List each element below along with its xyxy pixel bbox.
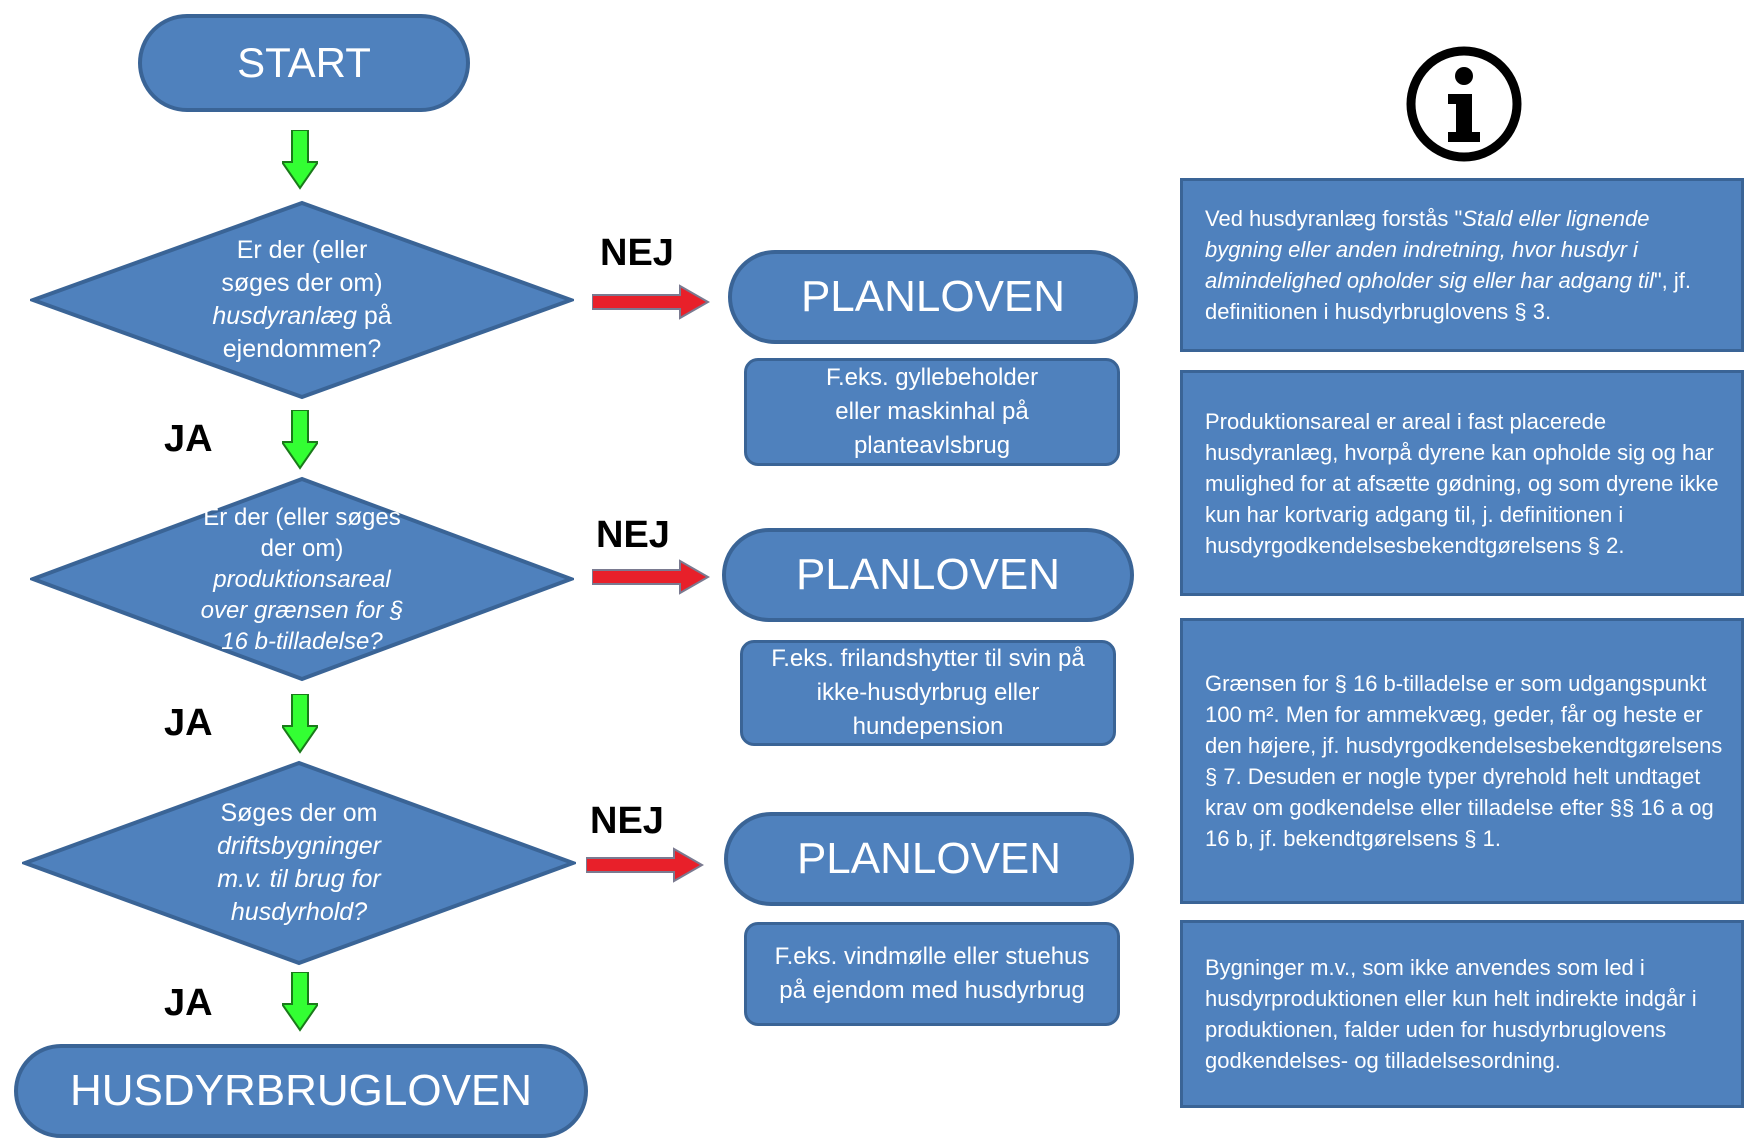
decision-2-text: Er der (eller søges der om) — [203, 503, 401, 562]
info-box-3: Grænsen for § 16 b-tilladelse er som udg… — [1180, 618, 1744, 904]
info-icon — [1406, 46, 1522, 162]
decision-3-italic: driftsbygninger m.v. til brug for husdyr… — [217, 832, 381, 926]
decision-driftsbygninger: Søges der om driftsbygninger m.v. til br… — [22, 760, 576, 966]
ja-label-1: JA — [164, 418, 213, 460]
info-box-1: Ved husdyranlæg forstås "Stald eller lig… — [1180, 178, 1744, 352]
info-2-text: Produktionsareal er areal i fast placere… — [1205, 408, 1719, 558]
info-3-text: Grænsen for § 16 b-tilladelse er som udg… — [1205, 671, 1723, 851]
yes-arrow-1 — [282, 130, 318, 190]
info-1-post: ", jf. definitionen i husdyrbruglovens §… — [1205, 268, 1692, 324]
info-1-italic: Stald eller lignende bygning eller anden… — [1205, 206, 1654, 293]
nej-label-1: NEJ — [600, 232, 674, 274]
info-1-pre: Ved husdyranlæg forstås " — [1205, 206, 1463, 231]
husdyrbrugloven-terminal: HUSDYRBRUGLOVEN — [14, 1044, 588, 1138]
nej-label-2: NEJ — [596, 514, 670, 556]
example-text-3: F.eks. vindmølle eller stuehus på ejendo… — [774, 943, 1090, 1004]
decision-2-italic: produktionsareal over grænsen for § 16 b… — [200, 565, 404, 655]
decision-1-post: på ejendommen? — [222, 302, 392, 363]
decision-1-italic: husdyranlæg — [212, 302, 357, 330]
end-label: HUSDYRBRUGLOVEN — [69, 1066, 533, 1115]
planloven-label-1: PLANLOVEN — [800, 272, 1066, 321]
example-text-1: F.eks. gyllebeholder eller maskinhal på … — [825, 364, 1039, 459]
no-arrow-3 — [586, 847, 704, 883]
ja-label-3: JA — [164, 982, 213, 1024]
planloven-terminal-1: PLANLOVEN — [728, 250, 1138, 344]
info-4-text: Bygninger m.v., som ikke anvendes som le… — [1205, 955, 1697, 1073]
example-text-2: F.eks. frilandshytter til svin på ikke-h… — [771, 645, 1085, 740]
decision-husdyranlaeg: Er der (eller søges der om) husdyranlæg … — [30, 200, 574, 400]
start-label: START — [237, 39, 371, 86]
nej-label-3: NEJ — [590, 800, 664, 842]
decision-produktionsareal: Er der (eller søges der om) produktionsa… — [30, 476, 574, 682]
no-arrow-1 — [592, 284, 710, 320]
no-arrow-2 — [592, 559, 710, 595]
yes-arrow-4 — [282, 972, 318, 1032]
planloven-terminal-3: PLANLOVEN — [724, 812, 1134, 906]
info-box-4: Bygninger m.v., som ikke anvendes som le… — [1180, 920, 1744, 1108]
example-box-2: F.eks. frilandshytter til svin på ikke-h… — [740, 640, 1116, 746]
info-box-2: Produktionsareal er areal i fast placere… — [1180, 370, 1744, 596]
yes-arrow-2 — [282, 410, 318, 470]
start-terminal: START — [138, 14, 470, 112]
decision-1-text: Er der (eller søges der om) — [221, 236, 383, 297]
planloven-terminal-2: PLANLOVEN — [722, 528, 1134, 622]
yes-arrow-3 — [282, 694, 318, 754]
planloven-label-3: PLANLOVEN — [796, 834, 1062, 883]
planloven-label-2: PLANLOVEN — [795, 550, 1061, 599]
decision-3-text: Søges der om — [220, 799, 378, 827]
example-box-1: F.eks. gyllebeholder eller maskinhal på … — [744, 358, 1120, 466]
example-box-3: F.eks. vindmølle eller stuehus på ejendo… — [744, 922, 1120, 1026]
ja-label-2: JA — [164, 702, 213, 744]
